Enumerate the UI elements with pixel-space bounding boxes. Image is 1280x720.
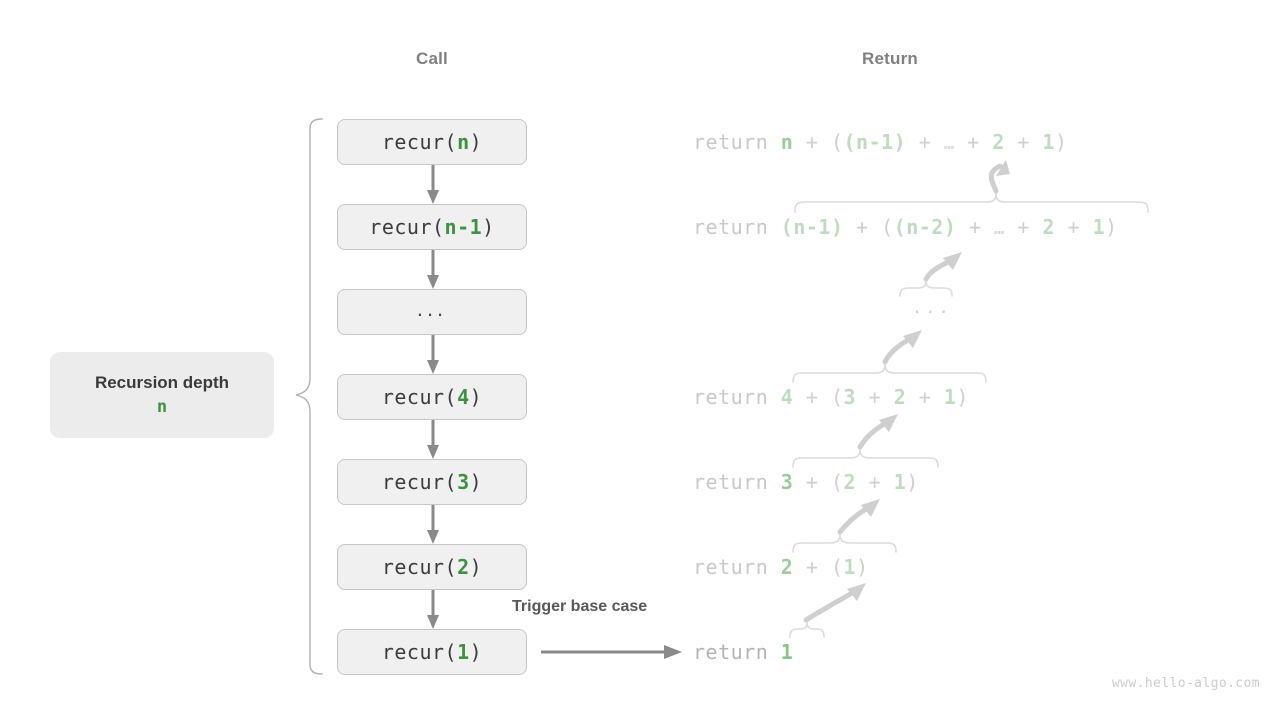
return-keyword: return <box>693 215 769 239</box>
trigger-base-case-arrow <box>541 645 682 659</box>
call-box-text: recur(1) <box>381 640 483 664</box>
recursion-depth-value: n <box>156 397 168 417</box>
call-box-text: recur(n-1) <box>369 215 495 239</box>
call-box-recur-4[interactable]: recur(4) <box>337 374 527 420</box>
return-keyword: return <box>693 130 769 154</box>
recursion-depth-brace <box>295 118 323 675</box>
return-head-value: n <box>780 130 794 154</box>
return-head-value: (n-1) <box>780 215 844 239</box>
return-head-value: 4 <box>780 385 794 409</box>
call-box-text: recur(4) <box>381 385 483 409</box>
return-line-2: return (n-1) + ((n-2) + … + 2 + 1) <box>693 215 1118 239</box>
column-header-return: Return <box>862 49 918 68</box>
call-box-text: recur(2) <box>381 555 483 579</box>
return-head-value: 2 <box>780 555 794 579</box>
return-line-4: return 4 + (3 + 2 + 1) <box>693 385 969 409</box>
recursion-depth-title: Recursion depth <box>94 373 230 392</box>
return-head-value: 3 <box>780 470 794 494</box>
trigger-base-case-label: Trigger base case <box>512 598 648 615</box>
call-box-ellipsis[interactable]: ... <box>337 289 527 335</box>
return-keyword: return <box>693 640 769 664</box>
return-line-ellipsis: ... <box>912 298 952 318</box>
return-keyword: return <box>693 555 769 579</box>
call-box-text: recur(n) <box>381 130 483 154</box>
recursion-depth-badge: Recursion depth n <box>50 352 274 438</box>
return-line-7: return 1 <box>693 642 793 662</box>
call-box-recur-n[interactable]: recur(n) <box>337 119 527 165</box>
call-box-text: ... <box>416 296 448 321</box>
call-box-recur-1[interactable]: recur(1) <box>337 629 527 675</box>
return-keyword: return <box>693 470 769 494</box>
return-head-value: 1 <box>780 640 794 664</box>
call-box-recur-n-1[interactable]: recur(n-1) <box>337 204 527 250</box>
return-keyword: return <box>693 385 769 409</box>
watermark: www.hello-algo.com <box>1111 676 1260 691</box>
return-line-5: return 3 + (2 + 1) <box>693 470 919 494</box>
call-box-text: recur(3) <box>381 470 483 494</box>
column-header-call: Call <box>416 49 448 68</box>
return-line-1: return n + ((n-1) + … + 2 + 1) <box>693 130 1068 154</box>
call-box-recur-2[interactable]: recur(2) <box>337 544 527 590</box>
call-box-recur-3[interactable]: recur(3) <box>337 459 527 505</box>
return-line-6: return 2 + (1) <box>693 555 869 579</box>
